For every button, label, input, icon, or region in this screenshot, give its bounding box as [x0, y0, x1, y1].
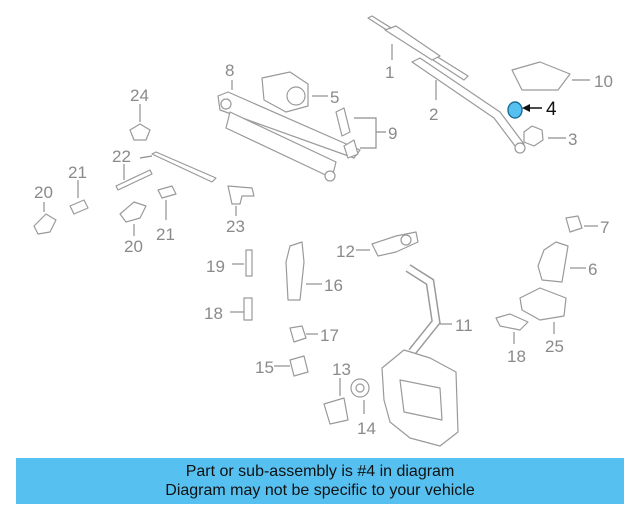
part-10-arm-cover[interactable] [511, 61, 590, 91]
callout-22[interactable]: 22 [112, 147, 131, 166]
part-7-grommet[interactable] [565, 215, 598, 233]
callout-4[interactable]: 4 [546, 99, 557, 120]
callout-3[interactable]: 3 [568, 130, 577, 149]
part-15-grommet[interactable] [274, 355, 309, 377]
callout-25[interactable]: 25 [545, 337, 564, 356]
callout-16[interactable]: 16 [324, 276, 343, 295]
part-5-motor[interactable] [261, 71, 328, 113]
callout-6[interactable]: 6 [588, 260, 597, 279]
callout-12[interactable]: 12 [336, 242, 355, 261]
part-19-pin[interactable] [232, 249, 253, 277]
callout-1[interactable]: 1 [385, 63, 394, 82]
part-18-connector-right[interactable] [495, 313, 529, 344]
callout-10[interactable]: 10 [594, 72, 613, 91]
part-9-bolt-bushing[interactable] [335, 107, 386, 159]
callout-23[interactable]: 23 [226, 217, 245, 236]
callout-19[interactable]: 19 [206, 257, 225, 276]
callout-21-right[interactable]: 21 [156, 225, 175, 244]
part-23-t-connector[interactable] [227, 185, 255, 216]
parts-diagram: 1 2 3 4 5 6 7 8 [33, 15, 613, 447]
callout-24[interactable]: 24 [130, 86, 149, 105]
callout-2[interactable]: 2 [429, 105, 438, 124]
callout-20-left[interactable]: 20 [34, 183, 53, 202]
part-1-wiper-blade[interactable] [367, 15, 469, 81]
part-6-bracket[interactable] [537, 241, 586, 283]
info-banner: Part or sub-assembly is #4 in diagram Di… [16, 458, 624, 504]
part-12-filler-cap[interactable] [356, 231, 419, 257]
callout-14[interactable]: 14 [357, 419, 376, 438]
part-3-nut[interactable] [523, 125, 566, 147]
banner-line-2: Diagram may not be specific to your vehi… [165, 482, 475, 499]
part-25-cover[interactable] [519, 287, 567, 334]
callout-7[interactable]: 7 [600, 218, 609, 237]
callout-18-left[interactable]: 18 [204, 304, 223, 323]
part-11-hose[interactable] [405, 264, 452, 355]
part-17-grommet[interactable] [289, 325, 318, 343]
part-16-washer-pump[interactable] [285, 241, 322, 301]
callout-11[interactable]: 11 [455, 316, 473, 335]
part-21-fitting-right[interactable] [157, 185, 177, 220]
washer-reservoir [381, 349, 459, 447]
callout-17[interactable]: 17 [320, 326, 339, 345]
callout-13[interactable]: 13 [332, 360, 351, 379]
part-20-nozzle-left[interactable] [33, 202, 57, 235]
callout-20-right[interactable]: 20 [124, 237, 143, 256]
callout-5[interactable]: 5 [330, 88, 339, 107]
callout-15[interactable]: 15 [255, 358, 274, 377]
part-20-nozzle-right[interactable] [119, 201, 147, 236]
part-14-seal[interactable] [350, 378, 370, 414]
part-8-linkage[interactable] [217, 80, 361, 182]
callout-9[interactable]: 9 [388, 124, 397, 143]
callout-21-left[interactable]: 21 [68, 163, 87, 182]
callout-8[interactable]: 8 [225, 61, 234, 80]
part-4-cap[interactable] [507, 101, 542, 119]
part-24-cap[interactable] [129, 104, 151, 141]
part-18-connector-left[interactable] [230, 297, 253, 321]
callout-18-right[interactable]: 18 [507, 347, 526, 366]
part-22-rod[interactable] [115, 151, 217, 191]
part-21-fitting-left[interactable] [69, 180, 89, 215]
part-2-wiper-arm[interactable] [411, 57, 526, 154]
part-13-pump[interactable] [323, 378, 349, 425]
banner-line-1: Part or sub-assembly is #4 in diagram [185, 463, 455, 480]
